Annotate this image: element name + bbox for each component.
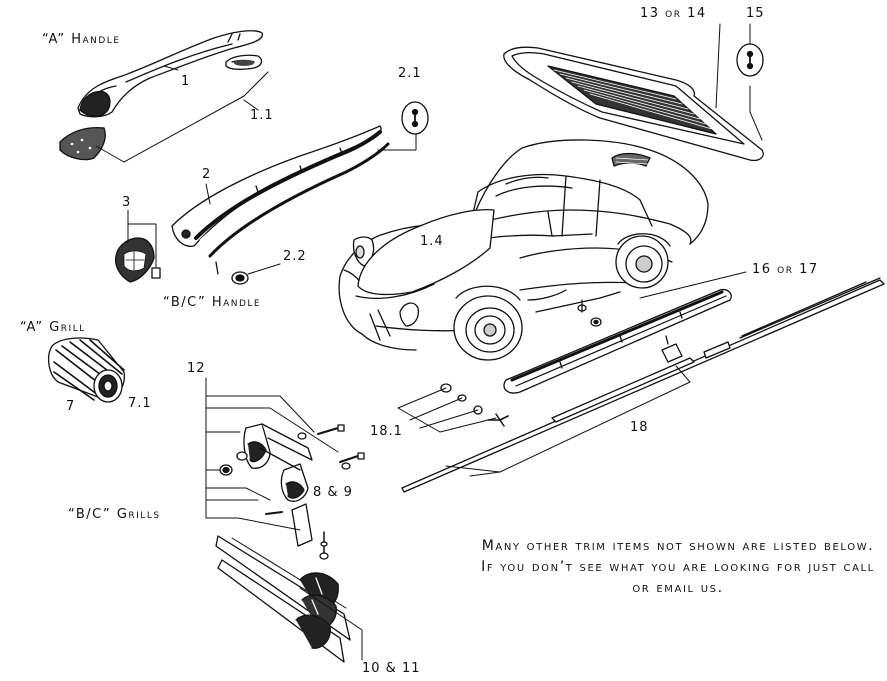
part-label-13-14: 13 or 14	[640, 6, 707, 21]
a-grill-part	[47, 337, 125, 403]
part-label-1-1: 1.1	[250, 108, 274, 123]
hood-crest-part	[114, 237, 161, 283]
trim-fastener-part	[577, 299, 602, 327]
handle-button-grommet	[231, 271, 249, 285]
part-label-18: 18	[630, 420, 649, 435]
bc-grill-bracket-lower	[265, 503, 329, 560]
side-trim-part	[503, 288, 732, 394]
leader-lines-part-18-1	[397, 387, 497, 433]
bc-handle-title: “B/C” Handle	[163, 295, 262, 310]
trim-note: Many other trim items not shown are list…	[481, 538, 875, 596]
bc-handle-part	[171, 125, 390, 275]
engine-grill-part	[503, 46, 764, 162]
part-label-10-11: 10 & 11	[362, 661, 421, 676]
part-label-18-1: 18.1	[370, 424, 403, 439]
rocker-trim-part	[401, 277, 885, 493]
bolt-icon-15	[736, 23, 764, 77]
a-grill-title: “A” Grill	[20, 320, 86, 335]
part-label-2: 2	[202, 167, 212, 182]
a-handle-title: “A” Handle	[42, 32, 121, 47]
part-label-1: 1	[181, 74, 191, 89]
leader-lines-part-1	[95, 65, 269, 163]
leader-lines-part-3	[127, 209, 157, 269]
car-illustration	[338, 139, 709, 361]
handle-escutcheon-rear	[225, 54, 263, 70]
leader-lines-part-16-17	[639, 271, 747, 299]
part-label-2-1: 2.1	[398, 66, 422, 81]
part-label-8-9: 8 & 9	[313, 485, 353, 500]
part-label-15: 15	[746, 6, 765, 21]
leader-lines-part-18	[445, 365, 691, 477]
leader-lines-part-13-14	[715, 23, 763, 141]
leader-lines-part-10-11	[299, 587, 363, 661]
part-label-7-1: 7.1	[128, 396, 152, 411]
a-handle-part	[77, 30, 263, 118]
bc-grills-title: “B/C” Grills	[68, 507, 161, 522]
washer-part	[219, 451, 248, 476]
bolt-icon-2-1	[401, 101, 429, 135]
grill-bracket-part	[243, 423, 313, 502]
part-label-7: 7	[66, 399, 76, 414]
part-label-12: 12	[187, 361, 206, 376]
part-label-3: 3	[122, 195, 132, 210]
clip-fasteners-part	[440, 383, 509, 427]
leader-lines-part-12	[205, 377, 339, 531]
handle-escutcheon-front	[59, 126, 106, 161]
part-label-1-4: 1.4	[420, 234, 444, 249]
screws-part	[297, 424, 365, 470]
part-label-2-2: 2.2	[283, 249, 307, 264]
bc-grills-part	[215, 535, 351, 663]
part-label-16-17: 16 or 17	[752, 262, 819, 277]
